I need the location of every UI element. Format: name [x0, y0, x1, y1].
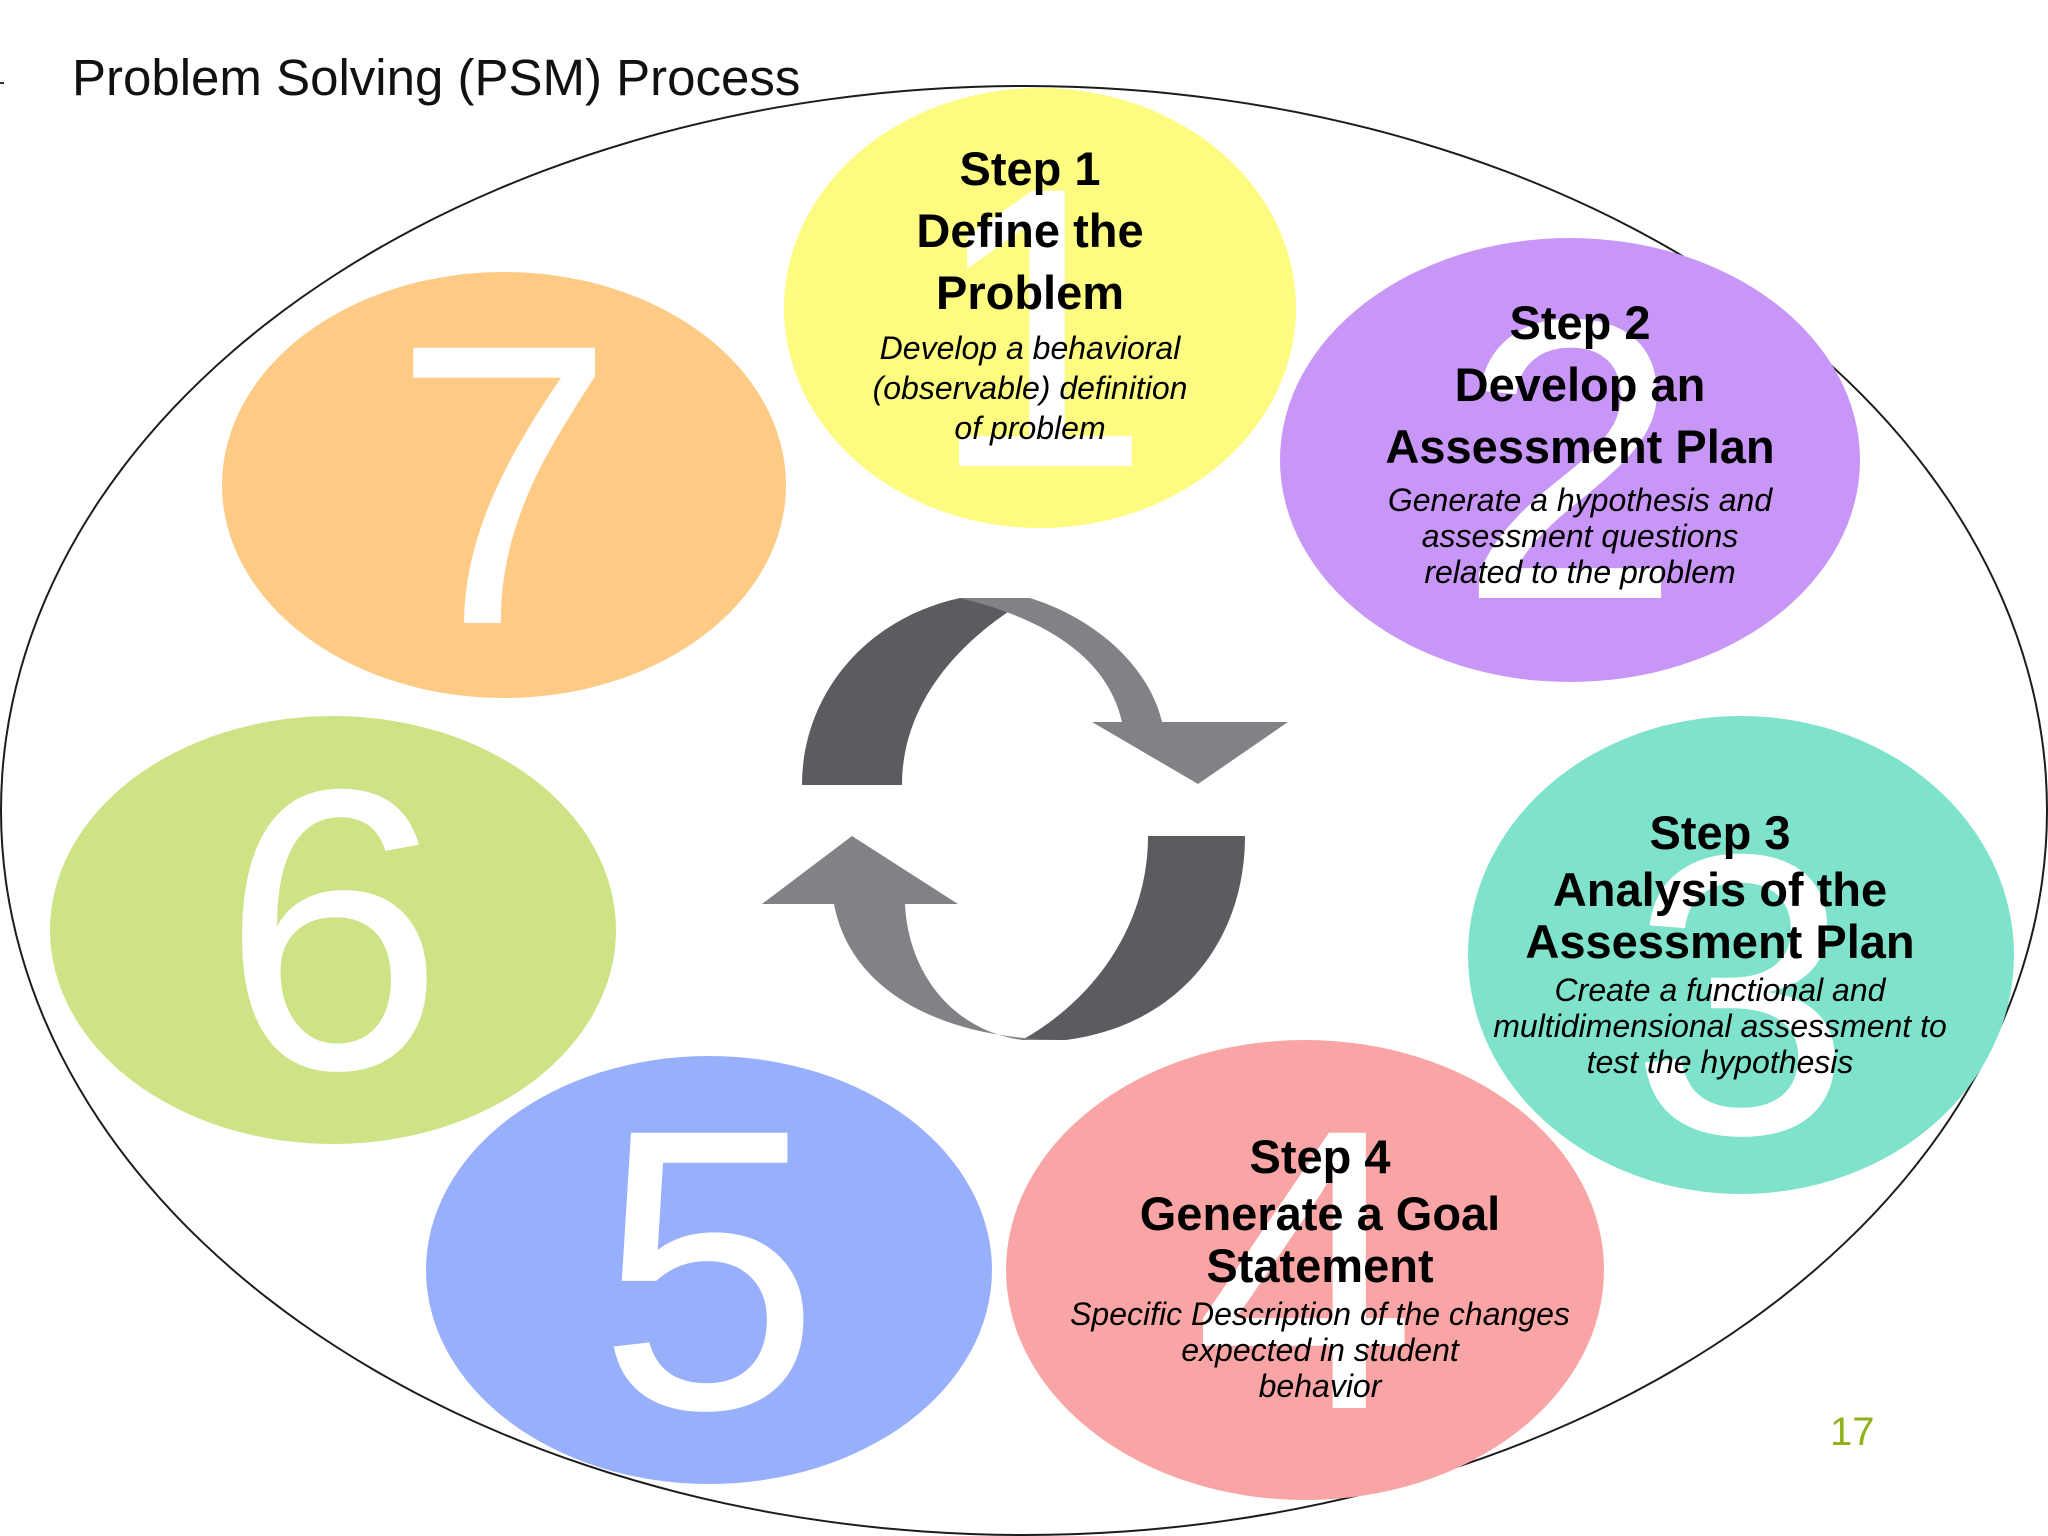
step-1-text: Step 1 Define the Problem Develop a beha…	[800, 138, 1260, 448]
step-3-heading: Step 3	[1649, 806, 1791, 859]
step-4-desc-line: Specific Description of the changes	[1070, 1296, 1570, 1332]
cycle-arrow-top-dark	[802, 598, 1030, 785]
step-2-desc-line: Generate a hypothesis and	[1387, 482, 1773, 518]
step-3-text: Step 3 Analysis of the Assessment Plan C…	[1440, 802, 2000, 1080]
step-1-description: Develop a behavioral (observable) defini…	[800, 328, 1260, 448]
step-4-description: Specific Description of the changes expe…	[1030, 1296, 1610, 1404]
step-4-title-line: Statement	[1206, 1239, 1434, 1292]
step-2-text: Step 2 Develop an Assessment Plan Genera…	[1290, 292, 1870, 590]
outer-ellipse	[0, 85, 2048, 1536]
page-number: 17	[1830, 1410, 1875, 1454]
cycle-arrow-bottom-light	[762, 836, 1066, 1040]
cycle-arrow-top-light	[960, 598, 1288, 784]
numeral-6: 6	[221, 706, 445, 1153]
step-4-desc-line: behavior	[1258, 1368, 1382, 1404]
step-1-desc-line: of problem	[954, 410, 1106, 446]
step-4-desc-line: expected in student	[1181, 1332, 1459, 1368]
numeral-2: 2	[1458, 236, 1682, 683]
step-2-desc-line: assessment questions	[1421, 518, 1739, 554]
numeral-4: 4	[1193, 1046, 1417, 1493]
step-4-text: Step 4 Generate a Goal Statement Specifi…	[1030, 1126, 1610, 1404]
slide-title: Problem Solving (PSM) Process	[72, 49, 801, 106]
step-2-desc-line: related to the problem	[1424, 554, 1736, 590]
step-2-title-line: Assessment Plan	[1385, 420, 1775, 473]
step-3-description: Create a functional and multidimensional…	[1440, 972, 2000, 1080]
step-circle-6: 6	[50, 716, 616, 1144]
step-circle-4: 4	[1006, 1040, 1604, 1500]
step-3-title-line: Assessment Plan	[1525, 915, 1915, 968]
step-circle-1: 1	[784, 88, 1296, 528]
step-1-heading: Step 1	[959, 142, 1101, 195]
step-circle-5: 5	[426, 1056, 992, 1484]
step-circle-7: 7	[222, 272, 786, 698]
step-1-title-line: Problem	[935, 266, 1125, 319]
step-circle-3: 3	[1468, 716, 2014, 1195]
step-1-desc-line: (observable) definition	[872, 370, 1188, 406]
step-3-desc-line: multidimensional assessment to	[1493, 1008, 1947, 1044]
step-4-heading: Step 4	[1249, 1130, 1391, 1183]
numeral-7: 7	[392, 261, 616, 708]
numeral-5: 5	[597, 1046, 821, 1493]
numeral-3: 3	[1629, 771, 1853, 1218]
cycle-arrow-bottom-dark	[1022, 836, 1245, 1040]
step-1-title-line: Define the	[916, 204, 1144, 257]
step-2-heading: Step 2	[1509, 296, 1651, 349]
step-2-description: Generate a hypothesis and assessment que…	[1290, 482, 1870, 590]
step-2-title-line: Develop an	[1454, 358, 1706, 411]
step-circle-2: 2	[1280, 238, 1860, 682]
step-4-title-line: Generate a Goal	[1139, 1187, 1501, 1240]
numeral-1: 1	[928, 104, 1152, 551]
step-1-desc-line: Develop a behavioral	[879, 330, 1181, 366]
step-3-title-line: Analysis of the	[1552, 863, 1888, 916]
step-3-desc-line: test the hypothesis	[1586, 1044, 1854, 1080]
step-3-desc-line: Create a functional and	[1554, 972, 1886, 1008]
slide-edge-mark	[0, 82, 4, 84]
